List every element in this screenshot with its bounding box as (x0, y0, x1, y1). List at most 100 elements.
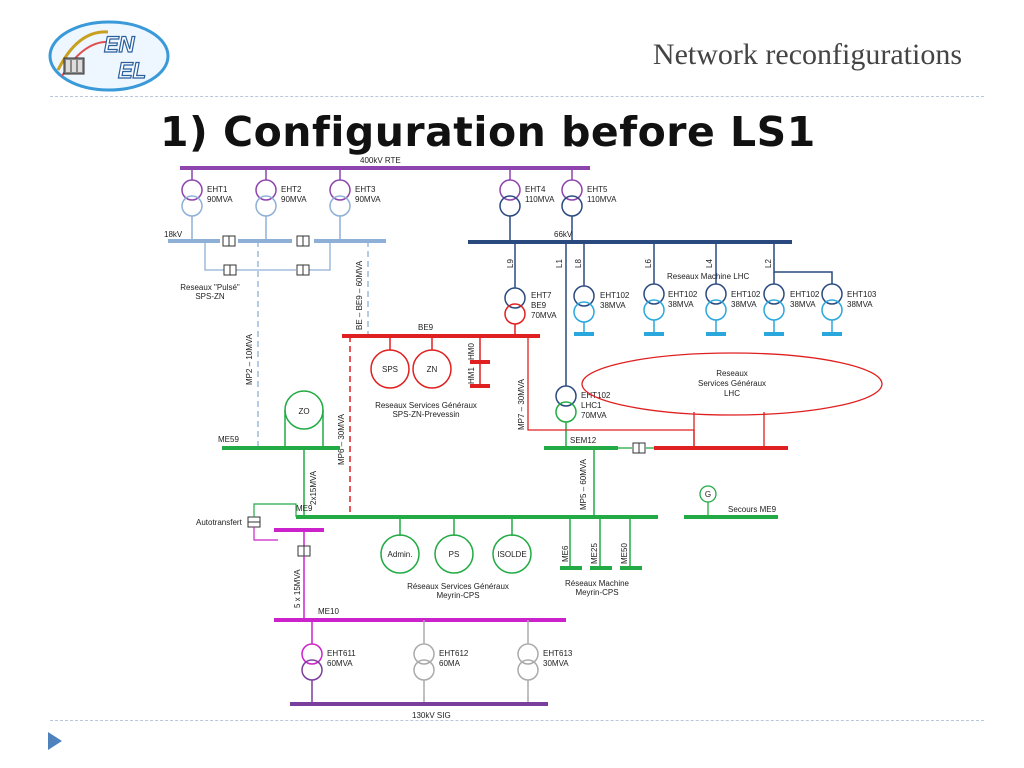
eht4-name: EHT4 (525, 185, 546, 194)
transformer-eht102-b: EHT102 38MVA (643, 242, 698, 336)
bus-18kv-label: 18kV (164, 230, 183, 239)
line-l2-label: L2 (764, 259, 773, 268)
eht611-name: EHT611 (327, 649, 356, 658)
eht102b-name: EHT102 (668, 290, 698, 299)
eht102a-name: EHT102 (600, 291, 630, 300)
logo-text-bottom: EL (118, 58, 146, 83)
sg-sps-label-1: Reseaux Services Généraux (375, 401, 477, 410)
transformer-eht102-c: EHT102 38MVA (705, 242, 761, 336)
slide-heading: 1) Configuration before LS1 (160, 108, 816, 156)
x5x15-label: 5 x 15MVA (293, 569, 302, 608)
eht102lhc1-rating: 70MVA (581, 411, 607, 420)
bus-be9-label: BE9 (418, 323, 434, 332)
eht611-rating: 60MVA (327, 659, 353, 668)
eht7-name: EHT7 (531, 291, 552, 300)
machine-meyrin-label-1: Réseaux Machine (565, 579, 630, 588)
load-admin (380, 534, 420, 574)
eht613-rating: 30MVA (543, 659, 569, 668)
eht103-rating: 38MVA (847, 300, 873, 309)
sg-sps-label-2: SPS-ZN-Prevessin (392, 410, 459, 419)
bus-66kv-label: 66kV (554, 230, 573, 239)
transformer-eht7: EHT7 BE9 70MVA (504, 242, 557, 336)
bus-me59-label: ME59 (218, 435, 239, 444)
eht102c-rating: 38MVA (731, 300, 757, 309)
line-l1-label: L1 (555, 259, 564, 268)
bus-sem12-label: SEM12 (570, 436, 597, 445)
load-sps (370, 349, 410, 389)
eht103-name: EHT103 (847, 290, 877, 299)
load-ps (434, 534, 474, 574)
eht612-rating: 60MA (439, 659, 461, 668)
hm0-label: HM0 (467, 343, 476, 360)
eht102lhc1-bus: LHC1 (581, 401, 602, 410)
transformer-eht612: EHT612 60MA (413, 620, 469, 704)
eht102b-rating: 38MVA (668, 300, 694, 309)
load-admin-label: Admin. (388, 550, 413, 559)
transformer-eht4: EHT4 110MVA (499, 168, 555, 242)
x2x15-label: 2x15MVA (309, 470, 318, 505)
footer-divider (50, 720, 984, 721)
bus-me9-label: ME9 (296, 504, 313, 513)
load-ps-label: PS (449, 550, 460, 559)
sg-meyrin-label-2: Meyrin-CPS (436, 591, 479, 600)
sg-lhc-label-3: LHC (724, 389, 740, 398)
line-l9-label: L9 (506, 259, 515, 268)
load-sps-label: SPS (382, 365, 398, 374)
logo-text-top: EN (104, 32, 136, 57)
line-l4-label: L4 (705, 259, 714, 268)
transformer-eht102-a: EHT102 38MVA (573, 242, 630, 336)
machine-meyrin-label-2: Meyrin-CPS (575, 588, 618, 597)
bus-secours-label: Secours ME9 (728, 505, 777, 514)
eht2-name: EHT2 (281, 185, 302, 194)
be-be9-label: BE – BE9 – 60MVA (355, 260, 364, 330)
eht3-name: EHT3 (355, 185, 376, 194)
transformer-eht2: EHT2 90MVA (255, 168, 307, 240)
me25-label: ME25 (590, 543, 599, 564)
eht102lhc1-name: EHT102 (581, 391, 611, 400)
transformer-eht102-lhc1: EHT102 LHC1 70MVA (555, 385, 611, 448)
transformer-eht611: EHT611 60MVA (301, 620, 356, 704)
mp6-label: MP6 – 30MVA (337, 413, 346, 465)
me6-label: ME6 (561, 545, 570, 562)
eht4-rating: 110MVA (525, 195, 555, 204)
next-slide-arrow-icon[interactable] (48, 732, 62, 750)
mp7-label: MP7 – 30MVA (517, 378, 526, 430)
page-title: Network reconfigurations (652, 38, 962, 71)
transformer-eht102-d: EHT102 38MVA (763, 272, 820, 336)
load-isolde (492, 534, 532, 574)
autotransfert-label: Autotransfert (196, 518, 243, 527)
eht612-name: EHT612 (439, 649, 469, 658)
eht102d-rating: 38MVA (790, 300, 816, 309)
eht613-name: EHT613 (543, 649, 573, 658)
line-l6-label: L6 (644, 259, 653, 268)
load-zo-label: ZO (298, 407, 309, 416)
eht7-rating: 70MVA (531, 311, 557, 320)
lhc-machine-label: Reseaux Machine LHC (667, 272, 749, 281)
eht1-rating: 90MVA (207, 195, 233, 204)
transformer-eht5: EHT5 110MVA (561, 168, 617, 242)
sg-lhc-label-1: Reseaux (716, 369, 748, 378)
pulse-label-1: Reseaux "Pulsé" (180, 283, 240, 292)
mp2-label: MP2 – 10MVA (245, 333, 254, 385)
transformer-eht103: EHT103 38MVA (821, 283, 877, 336)
bus-rte-label: 400kV RTE (360, 156, 401, 165)
pulse-label-2: SPS-ZN (195, 292, 225, 301)
line-l8-label: L8 (574, 259, 583, 268)
eht102c-name: EHT102 (731, 290, 761, 299)
eht5-rating: 110MVA (587, 195, 617, 204)
bus-me10-label: ME10 (318, 607, 339, 616)
header-divider (50, 96, 984, 97)
load-isolde-label: ISOLDE (497, 550, 526, 559)
sg-meyrin-label-1: Réseaux Services Généraux (407, 582, 509, 591)
bus-sig-label: 130kV SIG (412, 711, 451, 720)
eht3-rating: 90MVA (355, 195, 381, 204)
load-zn-label: ZN (427, 365, 438, 374)
load-zn (412, 349, 452, 389)
transformer-eht613: EHT613 30MVA (517, 620, 573, 704)
eht102d-name: EHT102 (790, 290, 820, 299)
eht7-bus: BE9 (531, 301, 547, 310)
hm1-label: HM1 (467, 367, 476, 384)
eht102a-rating: 38MVA (600, 301, 626, 310)
generator-g-label: G (705, 490, 711, 499)
line-mp7 (527, 336, 695, 448)
